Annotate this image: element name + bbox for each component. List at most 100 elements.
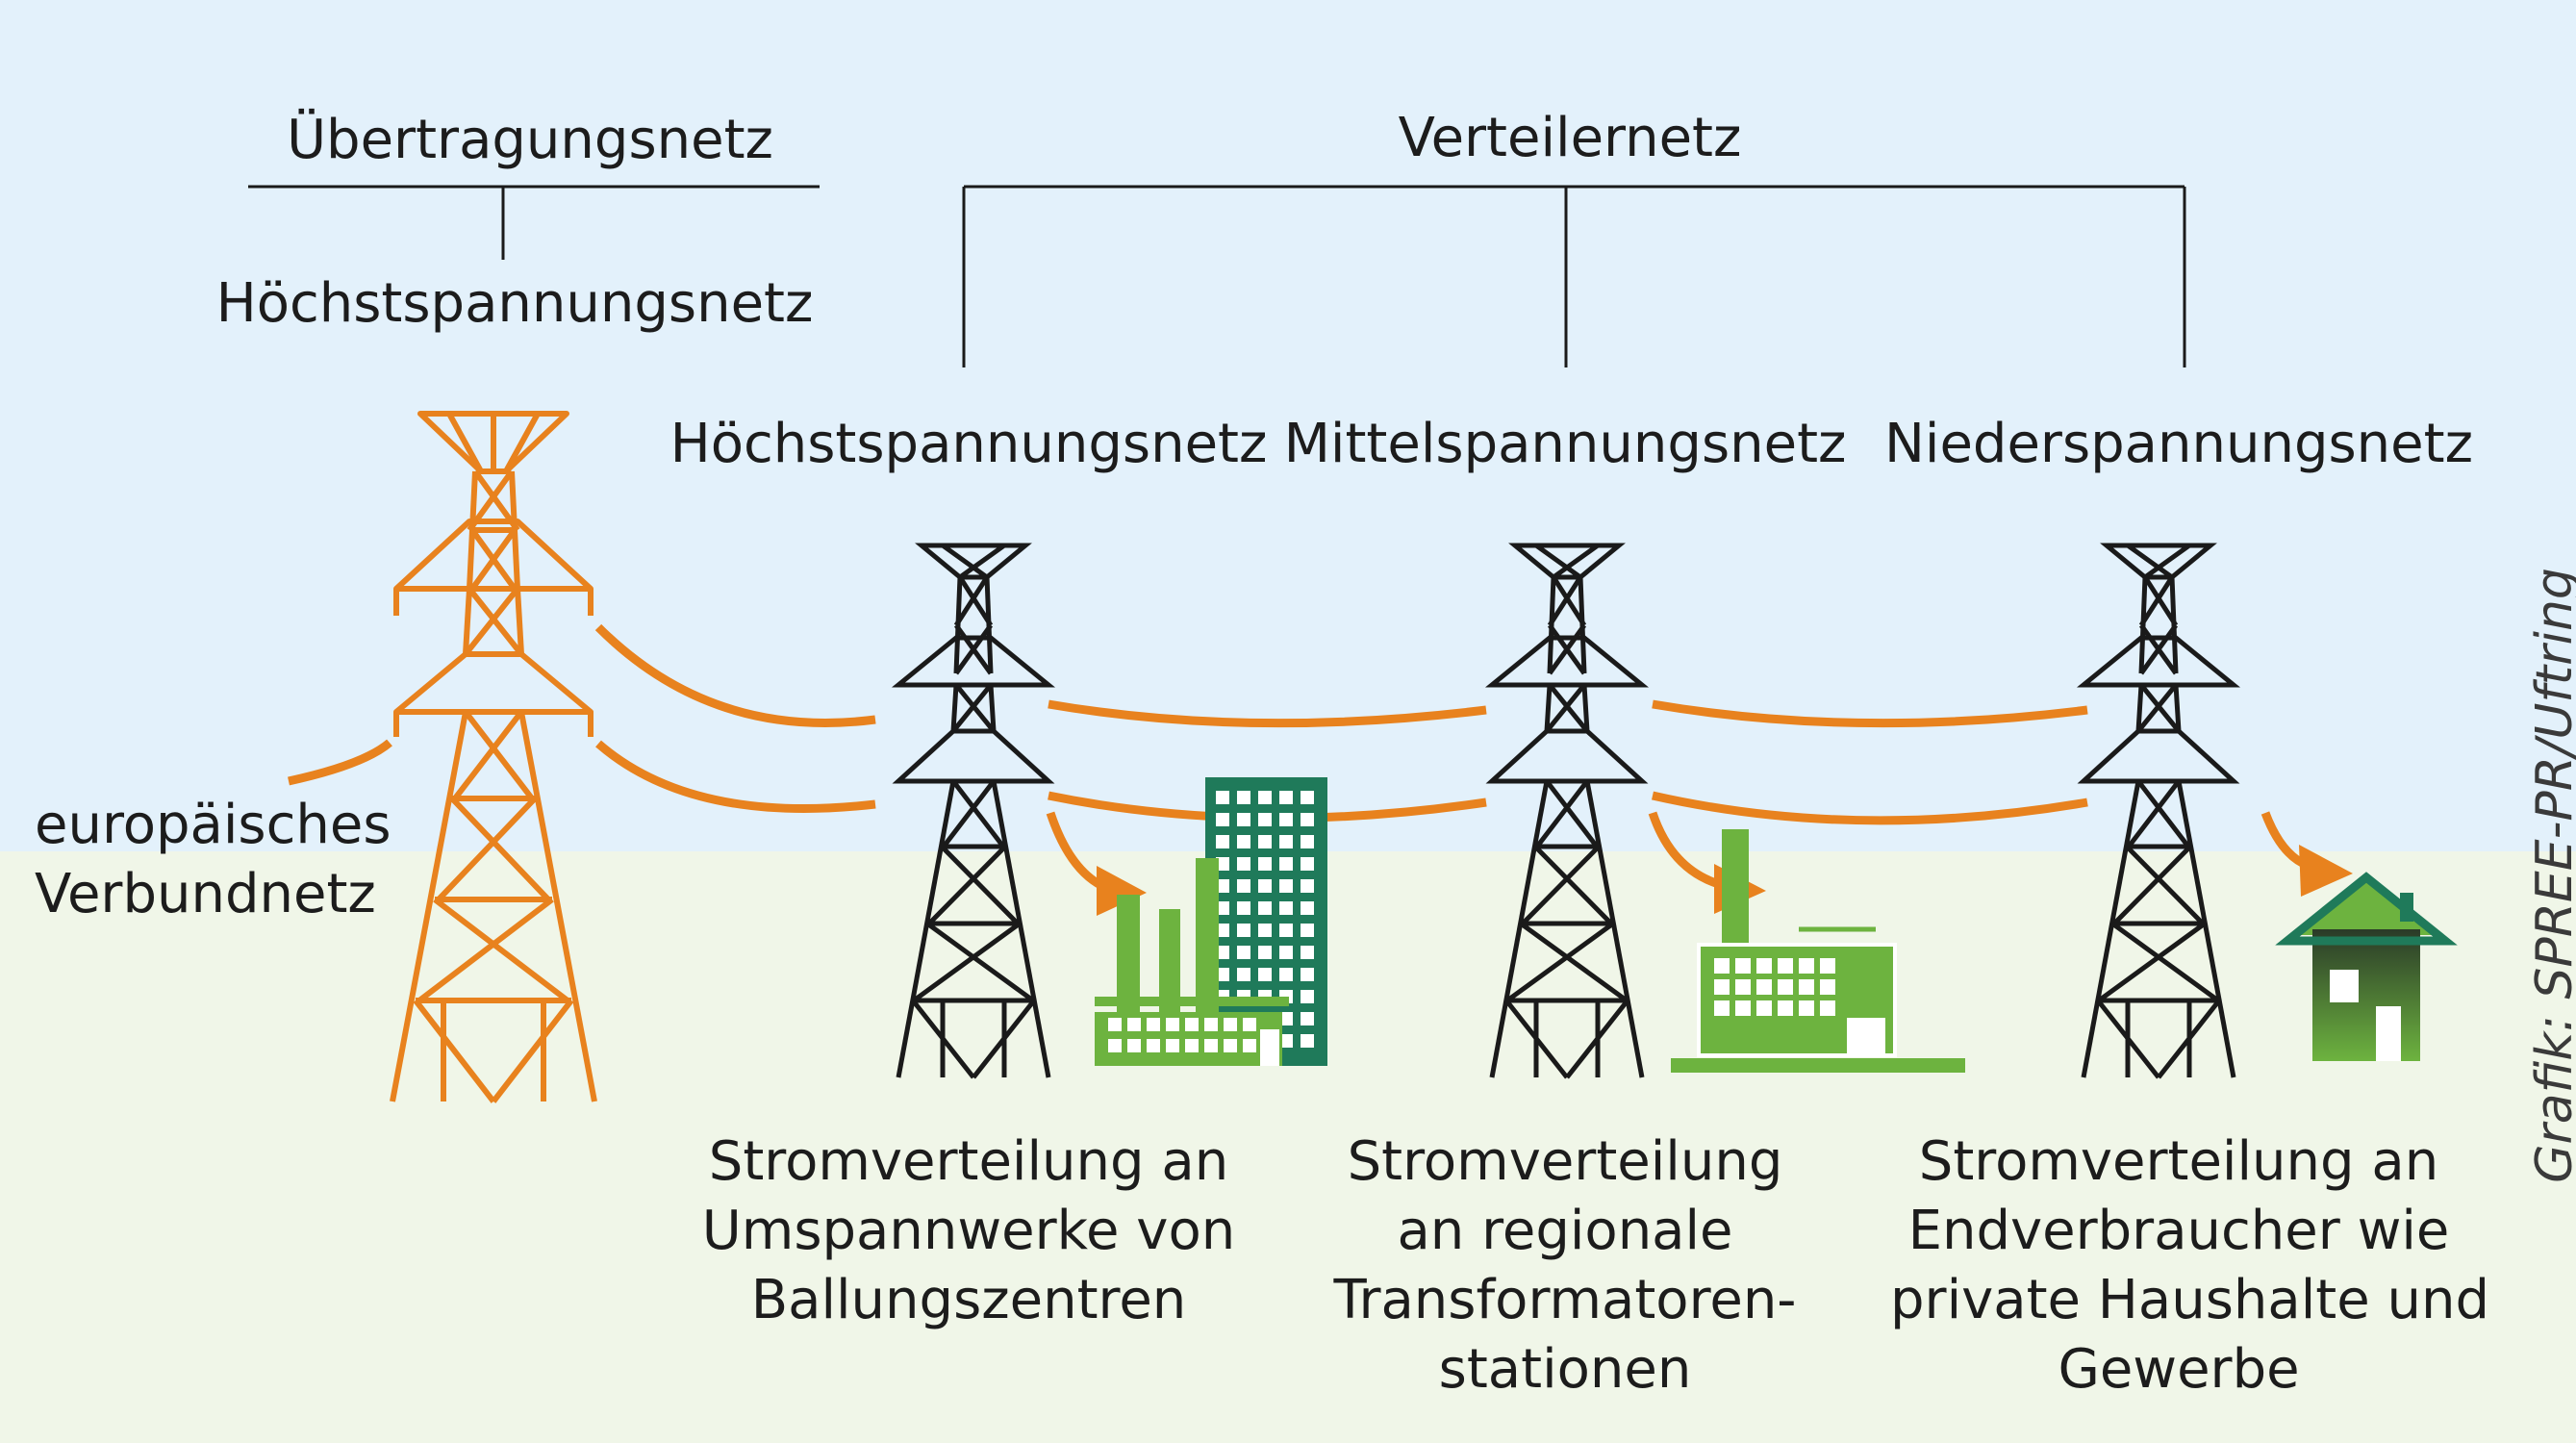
power-lines [288,623,2088,825]
flow-arrow-icon [2260,811,2353,897]
window [1301,835,1314,848]
level-label: Höchstspannungsnetz [669,413,1268,475]
transmission-bracket [248,185,820,260]
house-icon [2275,872,2458,1061]
window [1243,1039,1256,1052]
distribution-tower-icon [1492,545,1642,1077]
window [1216,835,1229,848]
line-lower-3 [1652,791,2088,825]
european-grid-line [288,739,392,786]
window [1216,813,1229,826]
window [1204,1039,1218,1052]
window [1799,979,1814,995]
window [1237,968,1250,981]
window [1301,946,1314,959]
window [1224,1039,1237,1052]
window [1301,791,1314,804]
caption-distribution-consumers: Stromverteilung an Endverbraucher wie pr… [1890,1127,2489,1405]
factory-icon [1671,829,1965,1073]
line-lower-1 [595,740,876,813]
window [1166,1018,1179,1031]
line-upper-2 [1048,699,1487,728]
transmission-label: Übertragungsnetz [287,109,773,171]
flow-arrow-icon [1046,811,1147,916]
window [1279,835,1293,848]
window [1108,1039,1122,1052]
caption-line: Stromverteilung [1347,1130,1783,1193]
window [1778,979,1793,995]
caption-line: Stromverteilung an [708,1130,1229,1193]
window [1301,1034,1314,1048]
caption-line: Transformatoren- [1333,1269,1797,1331]
window [1301,968,1314,981]
window [1216,879,1229,893]
window [1756,1000,1772,1016]
window [1166,1039,1179,1052]
window [1279,857,1293,871]
window [1127,1018,1141,1031]
window [1108,1018,1122,1031]
window [1279,1034,1293,1048]
caption-line: Stromverteilung an [1918,1130,2439,1193]
distribution-bracket [962,185,2186,367]
window [1216,924,1229,937]
window [1279,901,1293,915]
caption-line: Endverbraucher wie [1907,1200,2450,1262]
window [1279,946,1293,959]
caption-line: stationen [1438,1338,1692,1401]
window [1735,958,1751,974]
window [1301,879,1314,893]
window [1778,1000,1793,1016]
factory-icon [1095,858,1289,1066]
transmission-sub-label: Höchstspannungsnetz [215,272,814,335]
window [1258,791,1272,804]
distribution-tower-icon [891,543,1056,1079]
caption-line: Umspannwerke von [701,1200,1236,1262]
window [1279,879,1293,893]
window [1204,1018,1218,1031]
window [1301,901,1314,915]
window [1237,924,1250,937]
window [1279,791,1293,804]
window [1301,813,1314,826]
window [1127,1039,1141,1052]
window [1820,1000,1835,1016]
window [1237,857,1250,871]
window [1301,857,1314,871]
window [1237,879,1250,893]
european-grid-line-text: Verbundnetz [35,863,376,925]
caption-line: private Haushalte und [1890,1269,2489,1331]
window [1258,946,1272,959]
window [1279,1012,1293,1025]
window [1237,813,1250,826]
window [1820,958,1835,974]
window [1799,958,1814,974]
window [1279,924,1293,937]
caption-distribution-urban: Stromverteilung an Umspannwerke von Ball… [680,1127,1257,1335]
window [1216,946,1229,959]
window [1301,924,1314,937]
window [1258,813,1272,826]
window [1185,1018,1199,1031]
window [1714,1000,1730,1016]
caption-distribution-regional: Stromverteilung an regionale Transformat… [1276,1127,1854,1405]
window [1258,857,1272,871]
line-upper-1 [594,623,876,727]
level-label: Mittelspannungsnetz [1283,413,1847,475]
window [1185,1039,1199,1052]
window [1301,990,1314,1003]
window [1216,857,1229,871]
window [1714,979,1730,995]
european-grid-line-text: europäisches [35,794,391,856]
window [1258,924,1272,937]
window [1258,879,1272,893]
window [1756,979,1772,995]
window [1237,835,1250,848]
window [1714,958,1730,974]
window [1216,968,1229,981]
distribution-tower-icon [2084,545,2234,1077]
window [1147,1018,1160,1031]
window [1216,791,1229,804]
window [1237,901,1250,915]
